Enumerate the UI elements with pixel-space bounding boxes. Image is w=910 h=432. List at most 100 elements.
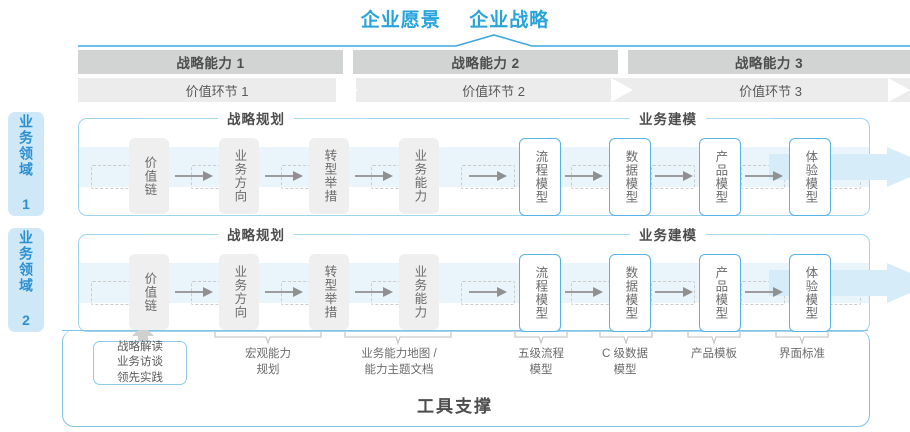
brace-connector (344, 331, 452, 346)
node-label: 转型举措 (322, 149, 337, 203)
flow-arrow (265, 171, 303, 181)
value-chain-segment-1[interactable]: 价值环节 1 (78, 78, 356, 102)
brace-connector (214, 331, 322, 346)
flow-arrow (175, 171, 213, 181)
top-titles: 企业愿景 企业战略 (0, 5, 910, 32)
section-line (290, 234, 366, 235)
tool-support-title: 工具支撑 (417, 397, 493, 416)
node-label: 数据模型 (623, 150, 638, 204)
section-line (290, 118, 366, 119)
node-planning-2[interactable]: 业务方向 (219, 254, 259, 330)
value-chain-label-1: 价值环节 1 (185, 83, 249, 99)
value-chain-band: 价值环节 1 价值环节 2 价值环节 3 (78, 78, 910, 102)
domain-label-2: 业务领域 2 (18, 230, 34, 330)
vision-connector-line (78, 34, 910, 47)
value-chain-segment-3[interactable]: 价值环节 3 (631, 78, 910, 102)
section-line (560, 234, 630, 235)
section-title-modeling-1: 业务建模 (630, 110, 706, 127)
chevron-notch-2 (611, 78, 633, 102)
tool-box-line-1: 战略解读 (117, 340, 163, 353)
node-planning-1[interactable]: 价值链 (129, 254, 169, 330)
flow-arrow (355, 171, 393, 181)
flow-arrow (655, 171, 693, 181)
sidebar-item-domain-1[interactable]: 业务领域 1 (8, 112, 44, 216)
node-label: 业务能力 (412, 149, 427, 203)
tool-label-5: 产品模板 (691, 348, 737, 360)
node-modeling-2[interactable]: 数据模型 (609, 138, 651, 216)
tool-label-2: 业务能力地图 /能力主题文档 (361, 348, 437, 376)
node-label: 流程模型 (533, 150, 548, 204)
value-chain-label-3: 价值环节 3 (739, 83, 802, 99)
value-chain-segment-2[interactable]: 价值环节 2 (356, 78, 631, 102)
node-label: 转型举措 (322, 265, 337, 319)
domain-label-1: 业务领域 1 (18, 114, 34, 214)
node-modeling-4[interactable]: 体验模型 (789, 138, 831, 216)
node-label: 价值链 (142, 271, 157, 313)
node-modeling-1[interactable]: 流程模型 (519, 138, 561, 216)
section-line (702, 118, 772, 119)
tool-box-line-2: 业务访谈 (117, 356, 163, 369)
flow-arrow (355, 287, 393, 297)
node-planning-2[interactable]: 业务方向 (219, 138, 259, 214)
node-label: 数据模型 (623, 266, 638, 320)
section-line (702, 234, 772, 235)
brace-connector (514, 331, 568, 346)
domain-panel-2: 价值链 业务方向 转型举措 业务能力 流程模型 数据模型 产品模型 体验模型 (78, 234, 910, 332)
node-modeling-3[interactable]: 产品模型 (699, 254, 741, 332)
tool-support-topline (62, 330, 868, 331)
tool-box-line-3: 领先实践 (117, 371, 163, 384)
node-planning-1[interactable]: 价值链 (129, 138, 169, 214)
tool-support-panel (62, 330, 870, 427)
node-modeling-4[interactable]: 体验模型 (789, 254, 831, 332)
tool-box-strategy[interactable]: 战略解读 业务访谈 领先实践 (93, 341, 187, 385)
flow-arrow (175, 287, 213, 297)
section-line (142, 118, 218, 119)
chevron-notch-3 (888, 78, 910, 102)
node-modeling-1[interactable]: 流程模型 (519, 254, 561, 332)
capability-bar-1[interactable]: 战略能力 1 (78, 50, 343, 74)
domain-panel-1: 价值链 业务方向 转型举措 业务能力 流程模型 数据模型 产品模型 体验模型 (78, 118, 910, 216)
enterprise-vision-title: 企业愿景 (360, 10, 441, 31)
node-label: 体验模型 (803, 266, 818, 320)
section-title-planning-2: 战略规划 (218, 226, 294, 243)
brace-connector (599, 331, 653, 346)
tool-label-1: 宏观能力规划 (245, 348, 291, 376)
flow-arrow (469, 287, 507, 297)
node-planning-4[interactable]: 业务能力 (399, 138, 439, 214)
node-label: 产品模型 (713, 266, 728, 320)
dashed-segment (651, 281, 695, 305)
section-line (560, 118, 630, 119)
node-label: 业务方向 (232, 265, 247, 319)
value-chain-label-2: 价值环节 2 (462, 83, 525, 99)
flow-arrow (745, 287, 783, 297)
flow-arrow (469, 171, 507, 181)
node-label: 业务方向 (232, 149, 247, 203)
capability-bar-3[interactable]: 战略能力 3 (628, 50, 910, 74)
flow-arrow (565, 171, 603, 181)
node-modeling-3[interactable]: 产品模型 (699, 138, 741, 216)
dashed-segment (461, 281, 515, 305)
capability-bar-row: 战略能力 1 战略能力 2 战略能力 3 (78, 50, 910, 74)
flow-arrow (265, 287, 303, 297)
node-planning-4[interactable]: 业务能力 (399, 254, 439, 330)
tool-label-4: C 级数据模型 (602, 348, 648, 376)
brace-connector (687, 331, 741, 346)
node-label: 产品模型 (713, 150, 728, 204)
flow-arrow (745, 171, 783, 181)
flow-arrow (655, 287, 693, 297)
capability-bar-2[interactable]: 战略能力 2 (353, 50, 618, 74)
node-modeling-2[interactable]: 数据模型 (609, 254, 651, 332)
tool-label-6: 界面标准 (779, 348, 825, 360)
node-planning-3[interactable]: 转型举措 (309, 254, 349, 330)
chevron-notch-1 (336, 78, 358, 102)
enterprise-strategy-title: 企业战略 (469, 10, 550, 31)
sidebar-item-domain-2[interactable]: 业务领域 2 (8, 228, 44, 332)
node-planning-3[interactable]: 转型举措 (309, 138, 349, 214)
dashed-segment (651, 165, 695, 189)
node-label: 业务能力 (412, 265, 427, 319)
tool-label-3: 五级流程模型 (518, 348, 564, 376)
node-label: 体验模型 (803, 150, 818, 204)
brace-connector (775, 331, 829, 346)
flow-arrow (565, 287, 603, 297)
